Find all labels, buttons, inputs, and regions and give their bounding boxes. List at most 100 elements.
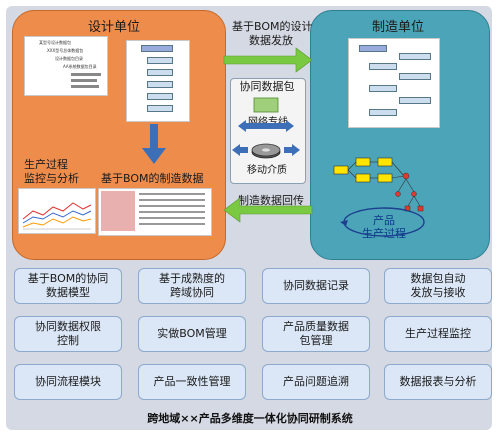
data-row bbox=[139, 193, 205, 195]
media-left-arrow bbox=[232, 144, 248, 156]
module-1: 基于BOM的协同数据模型 bbox=[14, 268, 122, 304]
module-label-line: 控制 bbox=[57, 334, 79, 347]
module-label-line: 协同数据记录 bbox=[283, 279, 349, 292]
module-3: 协同数据记录 bbox=[262, 268, 370, 304]
module-label-line: 跨域协同 bbox=[170, 286, 214, 299]
data-table-block bbox=[101, 191, 135, 231]
tree-row bbox=[71, 73, 101, 76]
media-right-arrow bbox=[284, 144, 300, 156]
design-release-line2: 数据发放 bbox=[249, 34, 293, 47]
tree-label-root: 某型号设计数据包 bbox=[39, 40, 71, 45]
mfg-data-caption: 基于BOM的制造数据 bbox=[101, 172, 204, 185]
product-label-line1: 产品 bbox=[373, 214, 395, 227]
monitor-chart-thumbnail bbox=[18, 188, 96, 234]
process-cycle-ring bbox=[343, 207, 425, 237]
module-10: 产品一致性管理 bbox=[138, 364, 246, 400]
data-row bbox=[139, 205, 205, 207]
bom-node bbox=[399, 97, 431, 104]
module-label: 产品一致性管理 bbox=[154, 375, 231, 389]
tree-row bbox=[71, 85, 99, 88]
module-label: 基于BOM的协同数据模型 bbox=[28, 272, 109, 300]
data-row bbox=[139, 199, 205, 201]
module-label: 基于成熟度的跨域协同 bbox=[159, 272, 225, 300]
module-label-line: 基于BOM的协同 bbox=[27, 272, 109, 285]
design-release-line1: 基于BOM的设计 bbox=[232, 20, 313, 33]
collab-package-box bbox=[230, 78, 306, 184]
module-label-line: 包管理 bbox=[299, 334, 333, 347]
module-label: 数据包自动发放与接收 bbox=[411, 272, 466, 300]
release-arrow bbox=[223, 47, 313, 73]
module-label-line: 数据报表与分析 bbox=[399, 375, 477, 388]
monitor-caption: 生产过程 监控与分析 bbox=[24, 158, 79, 186]
monitor-caption-line1: 生产过程 bbox=[24, 158, 68, 171]
bom-node bbox=[147, 105, 173, 112]
module-9: 协同流程模块 bbox=[14, 364, 122, 400]
monitor-caption-line2: 监控与分析 bbox=[24, 172, 79, 185]
module-12: 数据报表与分析 bbox=[384, 364, 492, 400]
bom-node bbox=[147, 69, 173, 76]
module-4: 数据包自动发放与接收 bbox=[384, 268, 492, 304]
network-label: 网络专线 bbox=[248, 117, 288, 128]
module-label-line: 产品质量数据 bbox=[283, 320, 349, 333]
media-label: 移动介质 bbox=[247, 165, 287, 176]
bom-node bbox=[147, 93, 173, 100]
return-arrow bbox=[223, 197, 313, 223]
module-label: 生产过程监控 bbox=[405, 327, 471, 341]
data-row bbox=[139, 211, 205, 213]
package-icon bbox=[253, 97, 279, 113]
mfg-return-caption: 制造数据回传 bbox=[238, 194, 304, 207]
module-7: 产品质量数据包管理 bbox=[262, 316, 370, 352]
module-label-line: 产品问题追溯 bbox=[283, 375, 349, 388]
bom-node bbox=[141, 45, 173, 52]
network-double-arrow bbox=[238, 120, 294, 132]
bom-node bbox=[359, 45, 387, 52]
module-11: 产品问题追溯 bbox=[262, 364, 370, 400]
module-label-line: 协同数据权限 bbox=[35, 320, 101, 333]
monitor-chart-lines bbox=[22, 202, 92, 230]
process-flow-icon bbox=[333, 157, 424, 212]
module-label-line: 实做BOM管理 bbox=[157, 327, 227, 340]
bom-node bbox=[399, 73, 431, 80]
module-label: 产品质量数据包管理 bbox=[283, 320, 349, 348]
module-label-line: 数据包自动 bbox=[410, 272, 466, 285]
tree-label-catalog: 设计数据包目录 bbox=[55, 56, 83, 61]
module-label: 数据报表与分析 bbox=[400, 375, 477, 389]
manufacturing-unit-title: 制造单位 bbox=[372, 20, 425, 35]
module-label-line: 协同流程模块 bbox=[35, 375, 101, 388]
module-label-line: 产品一致性管理 bbox=[153, 375, 231, 388]
bom-node bbox=[369, 63, 397, 70]
bom-node bbox=[369, 85, 397, 92]
design-release-caption: 基于BOM的设计 数据发放 bbox=[232, 20, 313, 48]
tree-label-model: XXX型号总体数据包 bbox=[47, 48, 84, 53]
bom-node bbox=[147, 57, 173, 64]
module-label: 协同数据记录 bbox=[283, 279, 349, 293]
module-label-line: 发放与接收 bbox=[410, 286, 466, 299]
module-label: 协同流程模块 bbox=[35, 375, 101, 389]
system-footer-title: 跨地域××产品多维度一体化协同研制系统 bbox=[147, 412, 353, 425]
module-8: 生产过程监控 bbox=[384, 316, 492, 352]
tree-row bbox=[71, 79, 97, 82]
module-5: 协同数据权限控制 bbox=[14, 316, 122, 352]
module-6: 实做BOM管理 bbox=[138, 316, 246, 352]
module-label: 产品问题追溯 bbox=[283, 375, 349, 389]
module-2: 基于成熟度的跨域协同 bbox=[138, 268, 246, 304]
design-unit-title: 设计单位 bbox=[88, 20, 141, 35]
data-row bbox=[139, 217, 205, 219]
bom-node bbox=[369, 109, 397, 116]
design-tree-thumbnail: 某型号设计数据包 XXX型号总体数据包 设计数据包目录 AA系统数据包目录 bbox=[24, 36, 108, 96]
module-label: 协同数据权限控制 bbox=[35, 320, 101, 348]
bom-node bbox=[147, 81, 173, 88]
mfg-data-thumbnail bbox=[98, 188, 212, 236]
module-label-line: 生产过程监控 bbox=[405, 327, 471, 340]
design-bom-thumbnail bbox=[126, 40, 190, 122]
package-label: 协同数据包 bbox=[239, 80, 295, 93]
product-label-line2: 生产过程 bbox=[362, 227, 406, 240]
process-down-arrow bbox=[142, 124, 166, 164]
module-label-line: 数据模型 bbox=[45, 286, 90, 299]
data-row bbox=[139, 223, 205, 225]
product-process-label: 产品 生产过程 bbox=[360, 214, 408, 240]
mfg-bom-thumbnail bbox=[348, 38, 440, 128]
tree-label-system: AA系统数据包目录 bbox=[63, 64, 97, 69]
module-label-line: 基于成熟度的 bbox=[159, 272, 225, 285]
